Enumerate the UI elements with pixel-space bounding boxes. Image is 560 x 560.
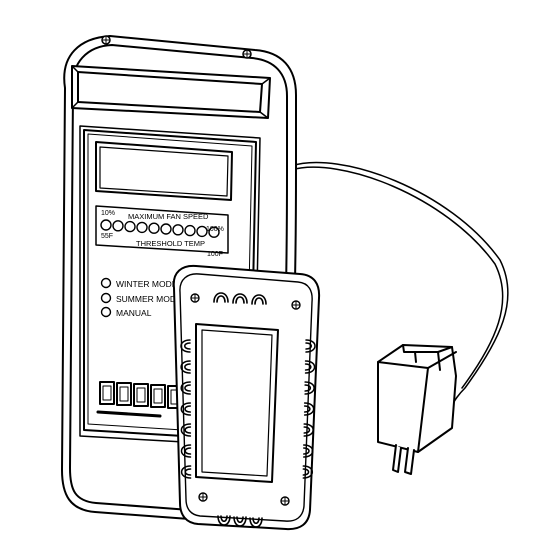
control-button bbox=[133, 383, 149, 407]
cord-clip-inner bbox=[184, 468, 192, 476]
temp-min-label: 55F bbox=[101, 233, 113, 240]
cord-clip bbox=[180, 465, 192, 479]
cord-clip-inner bbox=[184, 384, 191, 392]
sensor-screw-bl bbox=[198, 492, 208, 502]
plug-prongs bbox=[392, 444, 415, 475]
power-cord bbox=[290, 161, 509, 406]
top-recess-window bbox=[71, 65, 271, 119]
led-indicator bbox=[124, 220, 136, 233]
cord-clip-inner bbox=[184, 426, 192, 434]
led-indicator bbox=[160, 223, 172, 235]
cord-clip bbox=[303, 402, 315, 416]
led-indicator bbox=[208, 226, 220, 238]
cord-clip-inner bbox=[303, 426, 311, 434]
cord-clip bbox=[303, 423, 314, 437]
sensor-screw-br bbox=[280, 496, 290, 506]
led-indicator bbox=[196, 225, 208, 238]
mode-summer-label: SUMMER MODE bbox=[116, 294, 182, 304]
cord-clip-inner bbox=[184, 363, 191, 371]
mode-manual: MANUAL bbox=[100, 306, 152, 318]
cord-clip-inner bbox=[304, 384, 312, 392]
control-button bbox=[150, 384, 166, 408]
sensor-screw-tl bbox=[190, 293, 200, 303]
screw-top-left bbox=[101, 35, 111, 45]
wall-plug-adapter bbox=[377, 344, 457, 475]
cord-clip bbox=[180, 360, 191, 374]
cord-clip bbox=[180, 381, 191, 395]
led-indicator bbox=[112, 220, 124, 232]
threshold-temp-label: THRESHOLD TEMP bbox=[136, 239, 205, 248]
cord-clip bbox=[304, 360, 316, 374]
lcd-display bbox=[95, 141, 233, 201]
cord-clip bbox=[302, 465, 314, 479]
led-indicator bbox=[184, 224, 196, 237]
bottom-cord-clips bbox=[217, 515, 263, 528]
cord-clip-inner bbox=[184, 447, 192, 455]
led-bar-panel: 10% MAXIMUM FAN SPEED 100% 55F THRESHOLD… bbox=[95, 205, 229, 258]
mode-manual-label: MANUAL bbox=[116, 308, 152, 318]
cord-clip bbox=[305, 339, 316, 353]
screw-top-right bbox=[242, 49, 252, 59]
speed-min-label: 10% bbox=[101, 210, 115, 217]
cord-clip-inner bbox=[304, 363, 312, 371]
left-cord-clips bbox=[180, 339, 192, 479]
sensor-window bbox=[195, 323, 279, 483]
mode-winter-label: WINTER MODE bbox=[116, 279, 178, 289]
top-cord-clips bbox=[213, 292, 267, 305]
mode-indicators: WINTER MODE SUMMER MODE MANUAL bbox=[100, 277, 182, 318]
led-row bbox=[100, 219, 220, 238]
cord-clip-inner bbox=[302, 468, 310, 476]
temp-max-label: 100F bbox=[207, 251, 223, 258]
led-indicator bbox=[148, 222, 160, 234]
led-indicator bbox=[136, 221, 148, 234]
control-button bbox=[99, 381, 115, 405]
mode-summer: SUMMER MODE bbox=[100, 292, 182, 304]
cord-clip bbox=[180, 444, 192, 458]
cord-clip-inner bbox=[305, 342, 312, 350]
cord-clip bbox=[180, 402, 192, 416]
sensor-module bbox=[172, 264, 321, 531]
cord-clip-inner bbox=[303, 405, 311, 413]
mode-winter: WINTER MODE bbox=[100, 277, 178, 289]
cord-clip-inner bbox=[303, 447, 310, 455]
control-button bbox=[116, 382, 132, 406]
speed-max-label: 100% bbox=[206, 226, 224, 233]
led-indicator bbox=[172, 224, 184, 236]
cord-clip bbox=[303, 444, 314, 458]
sensor-screw-tr bbox=[291, 300, 301, 310]
cord-clip-inner bbox=[184, 342, 191, 350]
cord-clip bbox=[180, 339, 191, 353]
cord-clip-inner bbox=[184, 405, 192, 413]
control-buttons bbox=[99, 381, 183, 409]
cord-clip bbox=[304, 381, 315, 395]
right-cord-clips bbox=[302, 339, 316, 479]
cord-clip bbox=[180, 423, 192, 437]
led-indicator bbox=[100, 219, 112, 231]
bottom-slot bbox=[96, 410, 162, 418]
fan-speed-label: MAXIMUM FAN SPEED bbox=[128, 212, 209, 221]
